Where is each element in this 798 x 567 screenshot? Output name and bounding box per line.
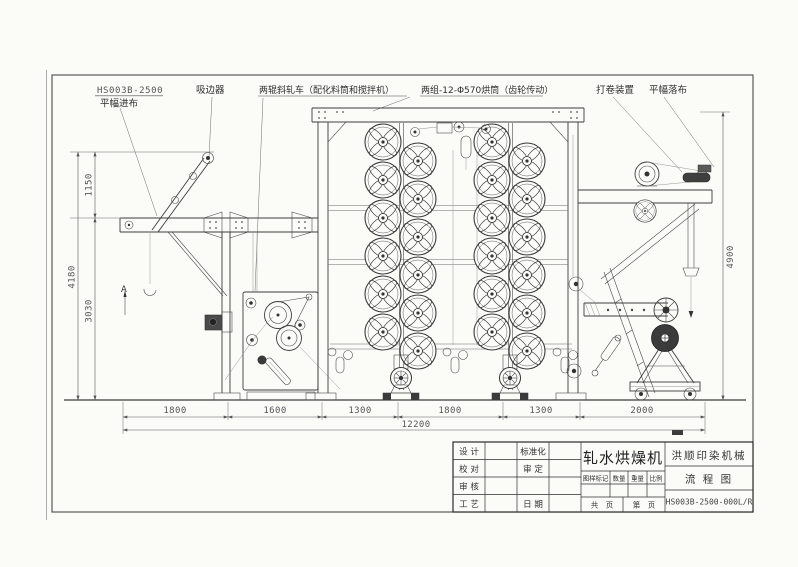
- tb-mark-header: 图样标记: [583, 474, 609, 483]
- edge-suction-arm: [151, 152, 214, 233]
- feed-frame: A: [119, 211, 318, 401]
- dim-b1: 1800: [163, 406, 186, 416]
- tb-product-name: 轧水烘燥机: [583, 449, 663, 467]
- dim-4900: 4900: [726, 245, 736, 268]
- dimension-left: 1150 3030 4180: [68, 151, 214, 401]
- tb-page-no: 第 页: [633, 500, 656, 510]
- tb-drawing-no: HS003B-2500-000L/R: [666, 498, 753, 507]
- sheet-border: [46, 70, 754, 520]
- compensator-rollers: [327, 347, 578, 374]
- tb-company: 洪顺印染机械: [672, 449, 747, 462]
- dim-b3: 1300: [348, 406, 371, 416]
- tb-date: 日 期: [523, 500, 543, 510]
- tb-qty-header: 数量: [613, 474, 626, 483]
- dim-4180: 4180: [68, 265, 78, 288]
- dim-1150: 1150: [85, 173, 95, 196]
- gear-drive-units: [382, 354, 529, 401]
- tb-review: 审 核: [459, 482, 479, 493]
- batcher-platform: [578, 161, 713, 398]
- batcher-trolley: [629, 324, 701, 401]
- label-open-width-plaiting: 平幅落布: [649, 84, 687, 96]
- label-batcher: 打卷装置: [596, 84, 634, 96]
- plaiter-scray: [566, 135, 679, 379]
- dim-overall: 12200: [401, 420, 430, 430]
- direction-marker: A: [121, 285, 127, 295]
- tb-weight-header: 重量: [631, 475, 644, 483]
- title-block: 设 计 校 对 审 核 工 艺 标准化 审 定 日 期 轧水烘燥机 图样标记 数…: [452, 441, 754, 513]
- tb-approve: 审 定: [523, 464, 543, 475]
- label-edge-suction: 吸边器: [196, 85, 225, 96]
- dim-b6: 2000: [630, 406, 653, 416]
- dimension-bottom: 1800 1600 1300 1800 1300 2000 12200: [122, 402, 706, 434]
- dim-b2: 1600: [263, 406, 286, 416]
- tb-scale-header: 比例: [650, 474, 663, 483]
- fold-mark: [672, 430, 683, 435]
- padder-machine: [224, 291, 341, 401]
- tb-standardization: 标准化: [520, 447, 546, 458]
- label-model-code: HS003B-2500: [97, 86, 163, 96]
- tb-drawing-type: 流 程 图: [685, 473, 733, 486]
- leader-lines: [119, 96, 715, 292]
- tb-design: 设 计: [459, 447, 479, 458]
- tb-process: 工 艺: [459, 500, 479, 510]
- annotation-labels: HS003B-2500 平幅进布 吸边器 两辊斜轧车（配化料筒和搅拌机） 两组-…: [95, 84, 687, 110]
- tb-proof: 校 对: [459, 464, 479, 475]
- label-padder: 两辊斜轧车（配化料筒和搅拌机）: [259, 84, 394, 96]
- dim-b4: 1800: [438, 406, 461, 416]
- tb-total-pages: 共 页: [591, 501, 614, 510]
- label-cylinders: 两组-12-Φ570烘筒（齿轮传动）: [421, 84, 553, 96]
- dimension-right: 4900: [700, 111, 736, 401]
- dim-3030: 3030: [85, 299, 95, 322]
- label-open-width-feed: 平幅进布: [100, 98, 138, 110]
- drying-cylinders: [364, 123, 546, 370]
- tension-device: [410, 121, 491, 170]
- dim-b5: 1300: [529, 406, 552, 416]
